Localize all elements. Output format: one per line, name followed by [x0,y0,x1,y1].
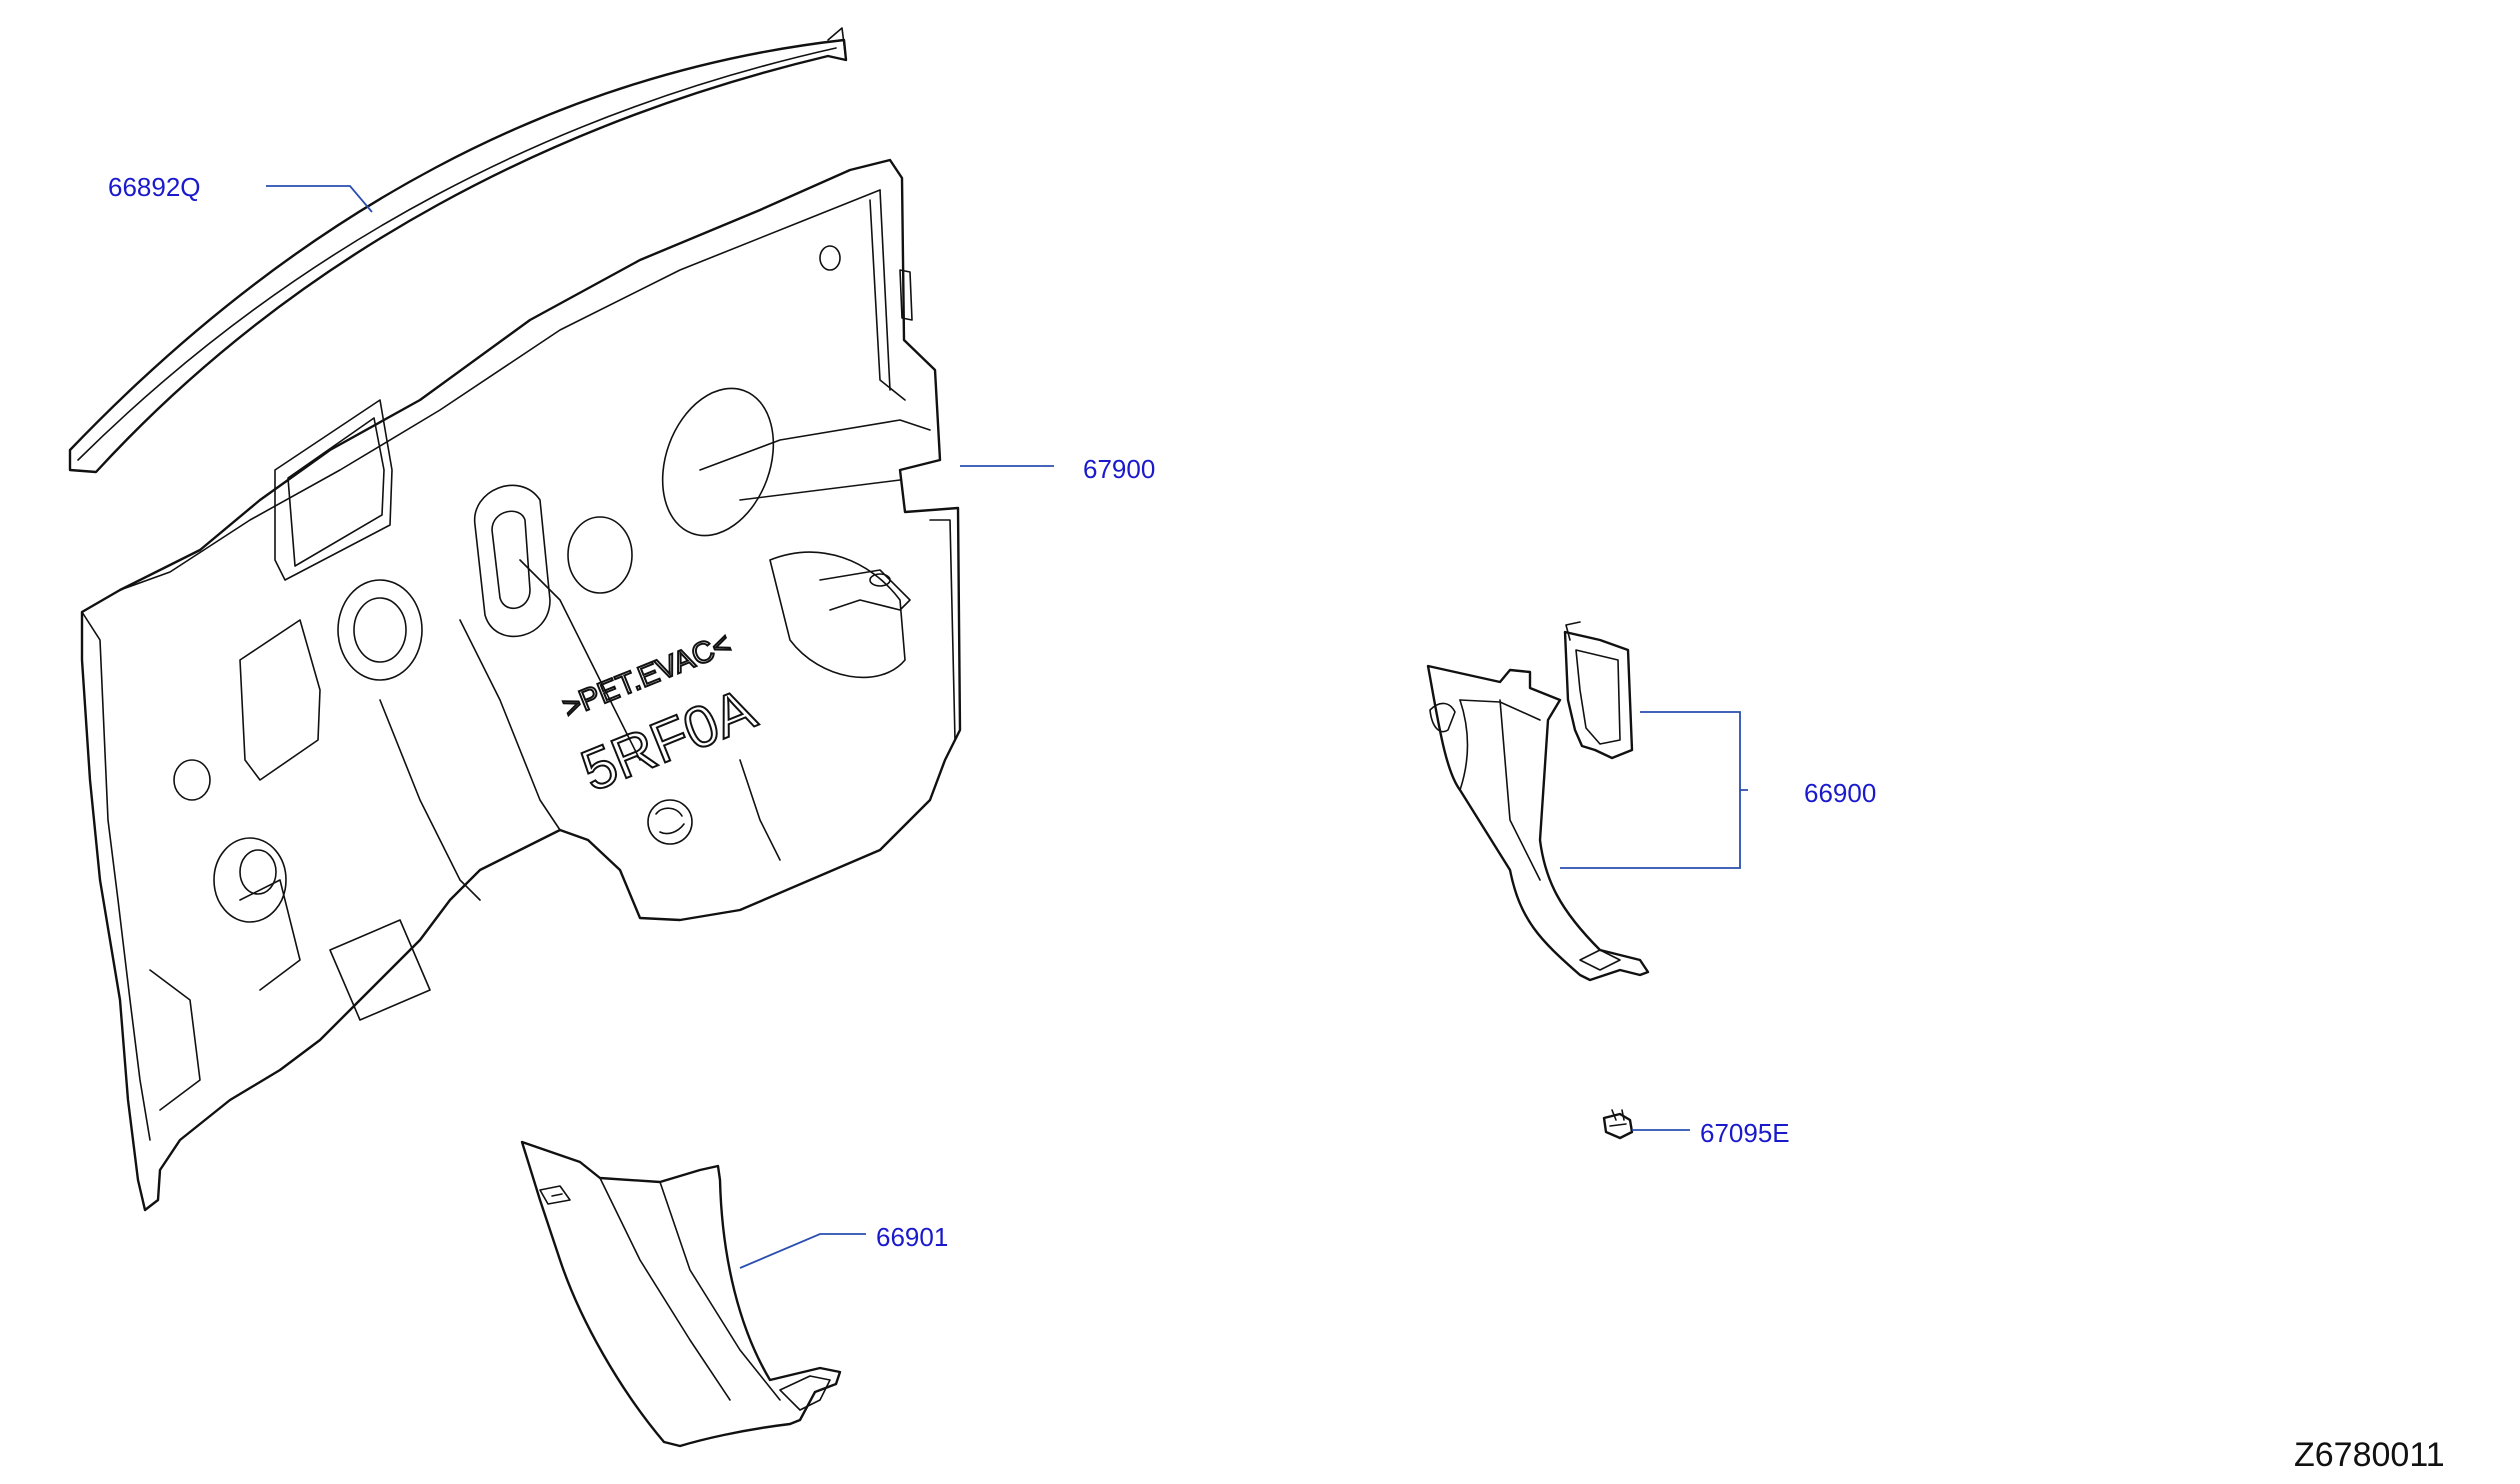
seal-strip-part [68,27,848,474]
kick-panel-lid-part [1563,621,1634,760]
leader-66901 [739,1233,866,1269]
leader-66892q [266,185,373,213]
dash-insulator-part [80,158,962,1212]
kick-panel-right-part [1426,664,1650,982]
callout-66900: 66900 [1804,778,1876,808]
callout-66892q: 66892Q [108,172,201,202]
leader-66900 [1640,711,1748,791]
leader-66900-lower [1560,790,1741,869]
clip-part [1602,1109,1634,1140]
callout-67095e: 67095E [1700,1118,1790,1148]
callout-66901: 66901 [876,1222,948,1252]
drawing-number: Z6780011 [2294,1436,2445,1474]
kick-panel-left-part [520,1140,842,1448]
callout-67900: 67900 [1083,454,1155,484]
leader-lines [266,185,1748,1269]
